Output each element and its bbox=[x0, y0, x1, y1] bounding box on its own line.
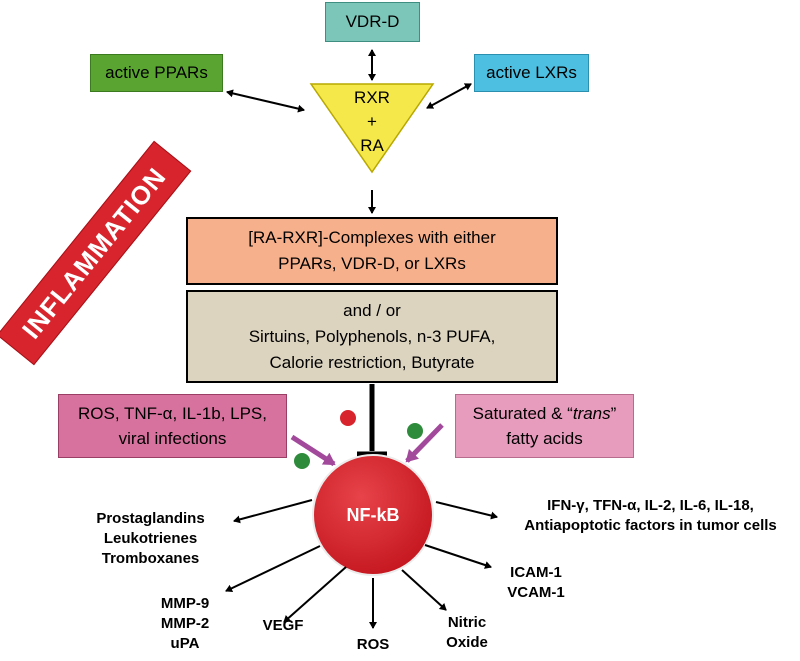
nfkb-circle bbox=[312, 454, 434, 576]
output-vegf-group: VEGF bbox=[258, 616, 308, 636]
output-vegf: VEGF bbox=[262, 617, 304, 634]
ros-box-line2: viral infections bbox=[118, 429, 227, 448]
complexes-box: [RA-RXR]-Complexes with either PPARs, VD… bbox=[186, 217, 558, 285]
ppars-box: active PPARs bbox=[90, 54, 223, 92]
output-antiapoptotic: Antiapoptotic factors in tumor cells bbox=[524, 517, 777, 534]
triangle-text: RXR + RA bbox=[342, 86, 402, 158]
vdr-label: VDR-D bbox=[345, 12, 400, 31]
output-tromboxanes: Tromboxanes bbox=[101, 550, 200, 567]
ros-box: ROS, TNF-α, IL-1b, LPS, viral infections bbox=[58, 394, 287, 458]
output-prostaglandins: Prostaglandins bbox=[96, 510, 205, 527]
output-prostaglandins-group: Prostaglandins Leukotrienes Tromboxanes bbox=[88, 509, 213, 569]
saturated-line2: fatty acids bbox=[506, 429, 583, 448]
rxr-ra-triangle bbox=[309, 83, 435, 174]
output-vcam1: VCAM-1 bbox=[507, 584, 565, 601]
lxrs-double-arrow bbox=[426, 83, 472, 109]
saturated-box: Saturated & “trans” fatty acids bbox=[455, 394, 634, 458]
output-nitric-oxide-group: Nitric Oxide bbox=[437, 613, 497, 653]
arrow-to-ifn bbox=[435, 501, 498, 520]
output-cytokines-group: IFN-γ, TFN-α, IL-2, IL-6, IL-18, Antiapo… bbox=[503, 496, 798, 536]
arrow-to-prostaglandins bbox=[233, 499, 313, 524]
arrow-to-icam bbox=[424, 544, 492, 569]
ros-to-nfkb-arrow bbox=[290, 434, 336, 467]
output-cytokines: IFN-γ, TFN-α, IL-2, IL-6, IL-18, bbox=[547, 497, 754, 514]
nfkb-label-wrap: NF-kB bbox=[333, 500, 413, 530]
lxrs-label: active LXRs bbox=[486, 63, 577, 82]
trans-text: trans bbox=[572, 404, 611, 423]
triangle-line-rxr: RXR bbox=[354, 88, 390, 107]
close-quote: ” bbox=[610, 404, 617, 423]
arrow-to-mmp bbox=[225, 545, 321, 593]
arrow-to-nitric-oxide bbox=[401, 569, 447, 611]
ppars-label: active PPARs bbox=[105, 63, 208, 82]
output-leukotrienes: Leukotrienes bbox=[103, 530, 198, 547]
triangle-line-ra: RA bbox=[360, 136, 384, 155]
output-upa: uPA bbox=[170, 635, 200, 652]
vdr-box: VDR-D bbox=[325, 2, 420, 42]
red-dot bbox=[340, 410, 356, 426]
output-ros-group: ROS bbox=[348, 635, 398, 655]
green-dot-right bbox=[407, 423, 423, 439]
output-icam1: ICAM-1 bbox=[510, 564, 562, 581]
output-mmp9: MMP-9 bbox=[160, 595, 210, 612]
output-ros: ROS bbox=[356, 636, 390, 653]
green-dot-left bbox=[294, 453, 310, 469]
triangle-line-plus: + bbox=[367, 112, 377, 131]
andor-box: and / or Sirtuins, Polyphenols, n-3 PUFA… bbox=[186, 290, 558, 383]
arrow-to-vegf bbox=[283, 566, 347, 623]
nfkb-label: NF-kB bbox=[346, 504, 400, 525]
output-mmp-group: MMP-9 MMP-2 uPA bbox=[150, 594, 220, 654]
ppars-double-arrow bbox=[226, 89, 305, 113]
output-oxide: Oxide bbox=[446, 634, 488, 651]
saturated-line1: Saturated & “trans” bbox=[473, 401, 617, 426]
lxrs-box: active LXRs bbox=[474, 54, 589, 92]
output-mmp2: MMP-2 bbox=[160, 615, 210, 632]
output-nitric: Nitric bbox=[447, 614, 487, 631]
saturated-text: Saturated & “ bbox=[472, 404, 573, 423]
output-icam-group: ICAM-1 VCAM-1 bbox=[500, 563, 572, 603]
complexes-line2: PPARs, VDR-D, or LXRs bbox=[278, 254, 466, 273]
ros-box-line1: ROS, TNF-α, IL-1b, LPS, bbox=[77, 404, 267, 423]
andor-line2: Sirtuins, Polyphenols, n-3 PUFA, bbox=[248, 326, 496, 346]
sat-to-nfkb-arrow bbox=[405, 423, 444, 463]
andor-line1: and / or bbox=[343, 300, 401, 320]
andor-line3: Calorie restriction, Butyrate bbox=[269, 352, 475, 372]
complexes-line1: [RA-RXR]-Complexes with either bbox=[248, 228, 496, 247]
